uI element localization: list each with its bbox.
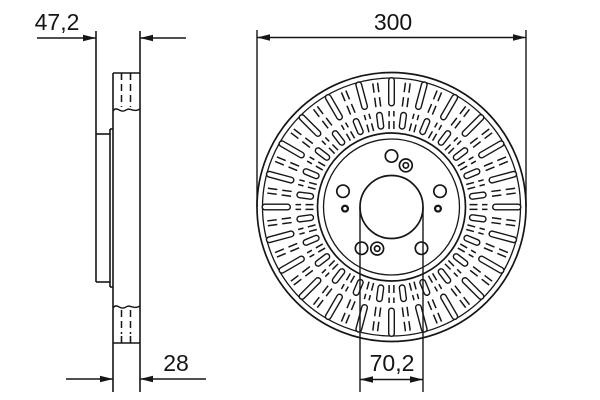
dim-label-center-bore: 70,2 [370, 350, 415, 376]
dimension-annotations: 47,2 300 28 70,2 [35, 9, 415, 376]
dim-label-thickness: 28 [163, 350, 189, 376]
dim-label-overall-width: 47,2 [35, 9, 80, 35]
dim-label-outer-diameter: 300 [374, 9, 412, 35]
front-view-disc [256, 30, 527, 392]
side-view-cross-section [37, 31, 206, 392]
